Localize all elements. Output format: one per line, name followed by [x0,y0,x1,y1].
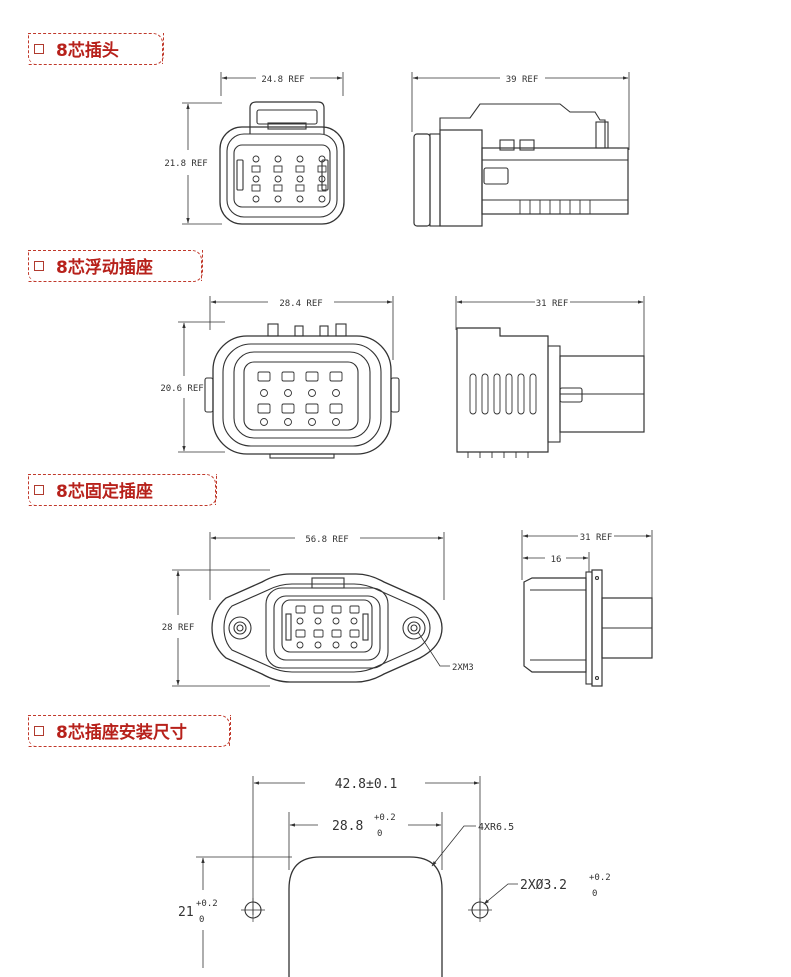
floating-socket-side-view: 31 REF [455,296,645,458]
dim-mount-cutout-height: 21 [178,905,194,920]
plug-side-view: 39 REF [411,72,630,227]
tol-upper: +0.2 [196,899,218,909]
dim-fixed-height: 28 REF [162,623,195,633]
dim-float-height: 20.6 REF [160,384,203,394]
tol-lower: 0 [592,889,597,899]
dim-mount-corner-radius: 4XR6.5 [478,822,514,833]
dim-fixed-flange: 16 [551,555,562,565]
dim-plug-length: 39 REF [506,75,539,85]
mounting-cutout-drawing: 42.8±0.1 28.8 +0.2 0 4XR6.5 21 +0.2 0 2X… [178,776,611,977]
plug-front-view: 24.8 REF 21.8 REF [164,72,345,225]
tol-upper: +0.2 [374,813,396,823]
dim-plug-width: 24.8 REF [261,75,304,85]
tol-lower: 0 [199,915,204,925]
dim-mount-hole-spacing: 42.8±0.1 [335,777,398,792]
tol-upper: +0.2 [589,873,611,883]
fixed-socket-front-view: 56.8 REF 28 REF 2XM3 [162,532,474,687]
dim-fixed-width: 56.8 REF [305,535,348,545]
dim-fixed-screw: 2XM3 [452,663,474,673]
dim-fixed-length: 31 REF [580,533,613,543]
dim-mount-hole-dia: 2XØ3.2 [520,878,567,893]
section-tab-fixed-socket: 8芯固定插座 [28,474,217,506]
section-tab-mounting-dims: 8芯插座安装尺寸 [28,715,231,747]
section-tab-floating-socket: 8芯浮动插座 [28,250,203,282]
dim-float-length: 31 REF [536,299,569,309]
section-tab-plug: 8芯插头 [28,33,164,65]
dim-plug-height: 21.8 REF [164,159,207,169]
dim-float-width: 28.4 REF [279,299,322,309]
fixed-socket-side-view: 31 REF 16 [521,530,653,687]
tol-lower: 0 [377,829,382,839]
dim-mount-cutout-width: 28.8 [332,819,363,834]
floating-socket-front-view: 28.4 REF 20.6 REF [160,296,400,459]
